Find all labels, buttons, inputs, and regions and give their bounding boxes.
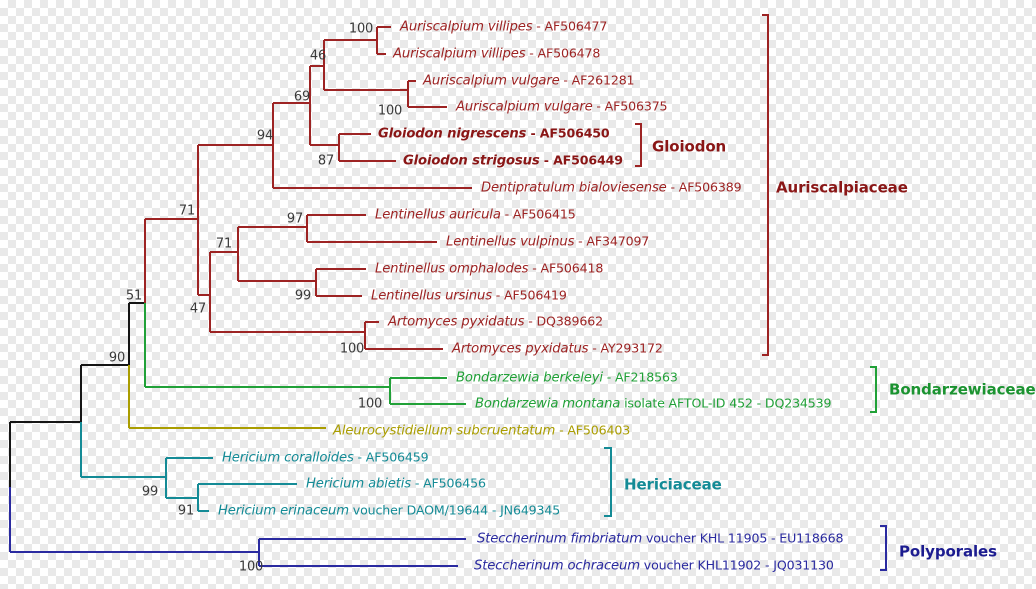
- taxon-label: Lentinellus ursinus - AF506419: [371, 287, 567, 304]
- clade-label-hericiaceae: Hericiaceae: [624, 475, 722, 494]
- taxon-accession: - AY293172: [588, 340, 663, 356]
- support-value: 46: [309, 48, 327, 64]
- taxon-accession: - AF506419: [491, 287, 567, 303]
- support-value: 71: [215, 236, 233, 252]
- taxon-name: Auriscalpium villipes: [393, 46, 526, 62]
- support-value: 69: [293, 89, 311, 105]
- support-value: 71: [178, 203, 196, 219]
- taxon-accession: - AF506415: [500, 206, 576, 222]
- taxon-accession: isolate AFTOL-ID 452 - DQ234539: [620, 395, 832, 411]
- taxon-accession: - AF506459: [353, 449, 429, 465]
- taxon-name: Dentipratulum bialoviesense: [481, 180, 667, 196]
- clade-bracket-bondarzewiaceae: [870, 366, 877, 413]
- taxon-accession: - DQ389662: [524, 313, 603, 329]
- taxon-label: Gloiodon strigosus - AF506449: [403, 152, 623, 169]
- clade-label-bondarzewiaceae: Bondarzewiaceae: [889, 380, 1036, 399]
- taxon-accession: voucher DAOM/19644 - JN649345: [348, 502, 561, 518]
- clade-label-auriscalpiaceae: Auriscalpiaceae: [776, 178, 908, 197]
- support-value: 94: [256, 128, 274, 144]
- clade-label-gloiodon: Gloiodon: [652, 137, 727, 156]
- support-value: 51: [125, 288, 143, 304]
- taxon-accession: voucher KHL11902 - JQ031130: [639, 557, 834, 573]
- clade-bracket-gloiodon: [635, 123, 642, 167]
- taxon-label: Artomyces pyxidatus - DQ389662: [388, 313, 603, 330]
- support-value: 90: [108, 350, 126, 366]
- taxon-accession: - AF347097: [574, 233, 650, 249]
- taxon-accession: - AF261281: [559, 72, 635, 88]
- taxon-accession: - AF506450: [526, 125, 610, 141]
- support-value: 100: [377, 103, 403, 119]
- taxon-label: Artomyces pyxidatus - AY293172: [452, 340, 663, 357]
- taxon-label: Lentinellus vulpinus - AF347097: [446, 233, 650, 250]
- support-value: 100: [339, 341, 365, 357]
- taxon-name: Hericium erinaceum: [218, 503, 349, 519]
- taxon-label: Hericium coralloides - AF506459: [222, 449, 429, 466]
- taxon-name: Steccherinum ochraceum: [474, 558, 640, 574]
- taxon-name: Gloiodon strigosus: [403, 153, 540, 169]
- taxon-label: Hericium erinaceum voucher DAOM/19644 - …: [218, 502, 561, 519]
- taxon-accession: - AF506389: [666, 179, 742, 195]
- taxon-name: Lentinellus omphalodes: [375, 261, 529, 277]
- clade-bracket-auriscalpiaceae: [762, 14, 769, 356]
- taxon-label: Bondarzewia montana isolate AFTOL-ID 452…: [475, 395, 832, 412]
- taxon-accession: voucher KHL 11905 - EU118668: [642, 530, 844, 546]
- taxon-name: Hericium abietis: [306, 476, 411, 492]
- taxon-name: Auriscalpium vulgare: [456, 99, 593, 115]
- support-value: 99: [294, 288, 312, 304]
- taxon-label: Steccherinum ochraceum voucher KHL11902 …: [474, 557, 834, 574]
- taxon-label: Dentipratulum bialoviesense - AF506389: [481, 179, 742, 196]
- taxon-accession: - AF506375: [592, 98, 668, 114]
- taxon-accession: - AF506456: [410, 475, 486, 491]
- support-value: 97: [286, 211, 304, 227]
- taxon-name: Steccherinum fimbriatum: [477, 531, 643, 547]
- taxon-label: Auriscalpium vulgare - AF261281: [423, 72, 635, 89]
- taxon-name: Hericium coralloides: [222, 450, 354, 466]
- taxon-name: Aleurocystidiellum subcruentatum: [333, 423, 556, 439]
- taxon-name: Bondarzewia montana: [475, 396, 621, 412]
- support-value: 87: [317, 153, 335, 169]
- support-value: 91: [177, 503, 195, 519]
- support-value: 100: [348, 21, 374, 37]
- taxon-name: Lentinellus auricula: [375, 207, 501, 223]
- taxon-label: Auriscalpium vulgare - AF506375: [456, 98, 668, 115]
- taxon-name: Bondarzewia berkeleyi: [456, 370, 603, 386]
- taxon-accession: - AF506418: [528, 260, 604, 276]
- taxon-accession: - AF506403: [555, 422, 631, 438]
- taxon-accession: - AF506477: [532, 18, 608, 34]
- taxon-accession: - AF218563: [602, 369, 678, 385]
- taxon-label: Hericium abietis - AF506456: [306, 475, 486, 492]
- taxon-name: Auriscalpium vulgare: [423, 73, 560, 89]
- support-value: 99: [141, 484, 159, 500]
- clade-label-polyporales: Polyporales: [899, 542, 997, 561]
- taxon-label: Lentinellus omphalodes - AF506418: [375, 260, 604, 277]
- taxon-label: Bondarzewia berkeleyi - AF218563: [456, 369, 678, 386]
- taxon-label: Auriscalpium villipes - AF506477: [400, 18, 608, 35]
- support-value: 100: [357, 396, 383, 412]
- taxon-accession: - AF506449: [539, 152, 623, 168]
- support-value: 100: [238, 559, 264, 575]
- clade-bracket-hericiaceae: [604, 447, 612, 517]
- taxon-name: Gloiodon nigrescens: [378, 126, 527, 142]
- taxon-accession: - AF506478: [525, 45, 601, 61]
- taxon-label: Aleurocystidiellum subcruentatum - AF506…: [333, 422, 631, 439]
- taxon-label: Lentinellus auricula - AF506415: [375, 206, 576, 223]
- taxon-name: Artomyces pyxidatus: [452, 341, 589, 357]
- taxon-name: Artomyces pyxidatus: [388, 314, 525, 330]
- clade-bracket-polyporales: [880, 525, 887, 571]
- taxon-label: Gloiodon nigrescens - AF506450: [378, 125, 610, 142]
- taxon-label: Steccherinum fimbriatum voucher KHL 1190…: [477, 530, 844, 547]
- taxon-label: Auriscalpium villipes - AF506478: [393, 45, 601, 62]
- taxon-name: Auriscalpium villipes: [400, 19, 533, 35]
- taxon-name: Lentinellus vulpinus: [446, 234, 575, 250]
- support-value: 47: [189, 301, 207, 317]
- taxon-name: Lentinellus ursinus: [371, 288, 492, 304]
